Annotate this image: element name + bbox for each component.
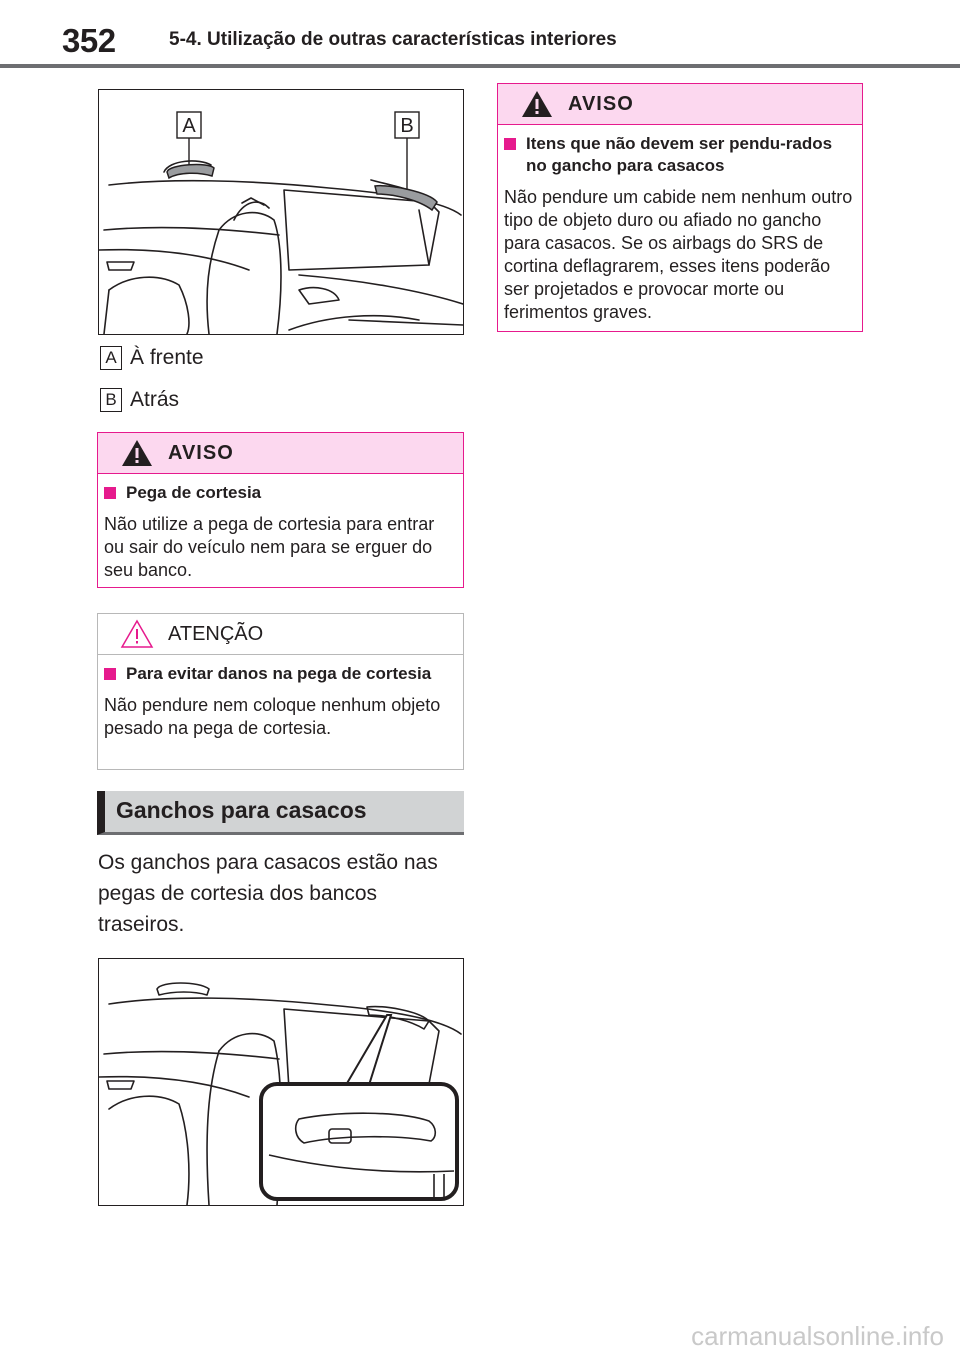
warning-box-body: Pega de cortesia Não utilize a pega de c… (98, 474, 463, 592)
caution-box-subtitle: Para evitar danos na pega de cortesia (104, 663, 457, 685)
zoom-callout-box (259, 1082, 459, 1201)
front-grip (166, 163, 215, 180)
warning-box-text: Não utilize a pega de cortesia para entr… (104, 514, 435, 580)
callout-a-box (176, 111, 202, 139)
warning-box-header: AVISO (98, 433, 463, 474)
callout-a-label: A (182, 115, 196, 137)
bullet-square-icon (504, 138, 516, 150)
caution-box-body: Para evitar danos na pega de cortesia Nã… (98, 655, 463, 750)
header-rule (0, 64, 960, 68)
body-text: Os ganchos para casacos estão nas pegas … (98, 851, 438, 936)
legend-tag-a: A (100, 346, 122, 370)
section-heading: Ganchos para casacos (97, 791, 464, 835)
caution-box-title: ATENÇÃO (168, 623, 264, 645)
warning-box-title: AVISO (168, 442, 234, 464)
section-heading-text: Ganchos para casacos (116, 797, 367, 823)
section-title: 5-4. Utilização de outras característica… (169, 29, 617, 50)
assist-grips-illustration: A B (99, 111, 463, 334)
figure-assist-grips: A B (98, 89, 464, 335)
warning-triangle-icon (122, 440, 152, 466)
bullet-square-icon (104, 668, 116, 680)
page-number: 352 (62, 22, 116, 59)
caution-box-text: Não pendure nem coloque nenhum objeto pe… (104, 695, 441, 738)
legend-text-a: À frente (130, 346, 204, 369)
coat-hooks-illustration (99, 982, 462, 1205)
warning-box-assist-grip: AVISO Pega de cortesia Não utilize a peg… (97, 432, 464, 588)
figure-coat-hooks (98, 958, 464, 1206)
callout-b-box (394, 111, 420, 139)
warning-box-body: Itens que não devem ser pendu-rados no g… (498, 125, 862, 334)
warning-box-text: Não pendure um cabide nem nenhum outro t… (504, 187, 853, 322)
callout-b-label: B (400, 115, 413, 137)
bullet-square-icon (104, 487, 116, 499)
watermark: carmanualsonline.info (691, 1321, 944, 1351)
caution-box-header: ATENÇÃO (98, 614, 463, 655)
caution-triangle-icon (120, 619, 154, 648)
legend-item-a: A À frente (100, 346, 204, 370)
warning-box-subtitle: Pega de cortesia (104, 482, 457, 504)
warning-box-subtitle: Itens que não devem ser pendu-rados no g… (504, 133, 856, 177)
legend-tag-b: B (100, 388, 122, 412)
warning-box-header: AVISO (498, 84, 862, 125)
legend-text-b: Atrás (130, 388, 180, 411)
warning-box-coat-hooks: AVISO Itens que não devem ser pendu-rado… (497, 83, 863, 332)
rear-grip (374, 184, 438, 212)
caution-box-assist-grip: ATENÇÃO Para evitar danos na pega de cor… (97, 613, 464, 770)
warning-box-title: AVISO (568, 93, 634, 115)
legend-item-b: B Atrás (100, 388, 179, 412)
warning-triangle-icon (522, 91, 552, 117)
